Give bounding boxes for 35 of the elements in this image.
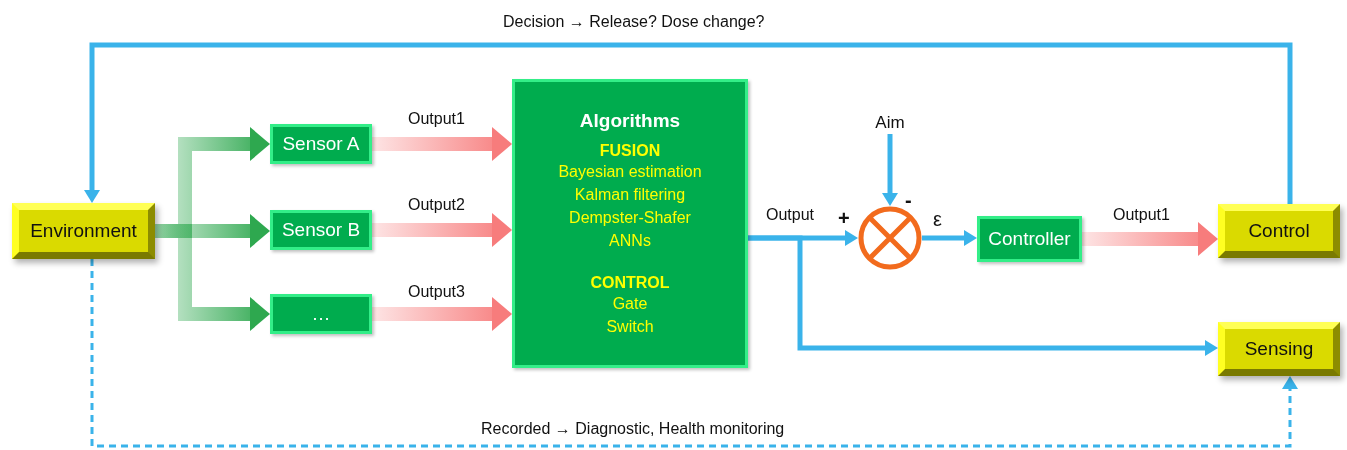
sign-label: - — [905, 190, 912, 210]
broad-arrow — [1082, 222, 1218, 256]
input-label: Aim — [869, 112, 911, 134]
list-item: Kalman filtering — [574, 184, 686, 205]
arrow — [748, 235, 1218, 356]
broad-arrow — [372, 297, 512, 331]
edge-label: Output2 — [405, 196, 468, 214]
sign-label: + — [838, 208, 850, 228]
section-heading: FUSION — [599, 141, 661, 160]
beveled-block: Sensing — [1218, 322, 1340, 376]
list-item: ANNs — [609, 230, 651, 251]
broad-arrow — [372, 127, 512, 161]
process-panel — [512, 79, 748, 368]
panel-title: Algorithms — [579, 109, 681, 132]
list-item: Gate — [612, 293, 648, 314]
arrow — [84, 42, 1293, 204]
arrow — [882, 134, 898, 206]
arrow — [922, 230, 977, 246]
process-box: Sensor A — [270, 124, 372, 164]
list-item: Switch — [606, 316, 654, 337]
beveled-block: Environment — [12, 203, 155, 259]
edge-label: Output3 — [405, 283, 468, 301]
process-box: Sensor B — [270, 210, 372, 250]
process-box: Controller — [977, 216, 1082, 262]
process-box: … — [270, 294, 372, 334]
summing-junction — [858, 206, 922, 270]
edge-label: Output1 — [1110, 206, 1173, 224]
list-item: Bayesian estimation — [558, 161, 702, 182]
section-heading: CONTROL — [590, 273, 670, 292]
broad-arrow — [155, 224, 270, 331]
broad-arrow — [372, 213, 512, 247]
list-item: Dempster-Shafer — [569, 207, 691, 228]
beveled-block: Control — [1218, 204, 1340, 258]
edge-label: Output1 — [405, 110, 468, 128]
arrow — [90, 259, 1298, 448]
